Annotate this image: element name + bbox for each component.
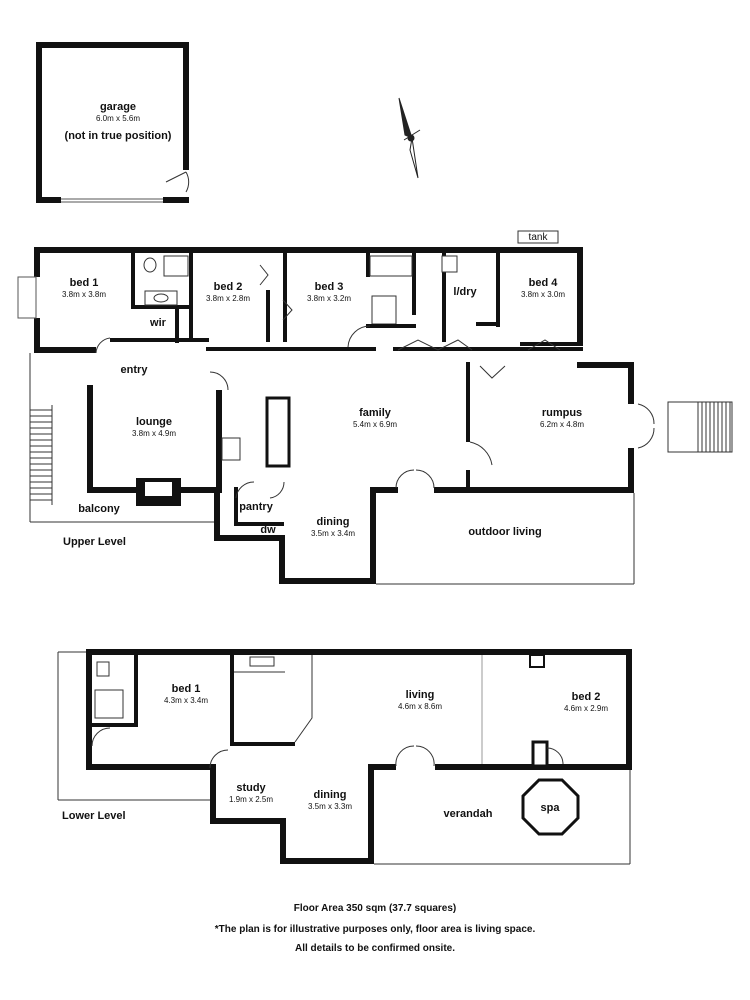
lower-bed1-name: bed 1	[171, 683, 201, 695]
family-name: family	[359, 407, 391, 419]
upper-dining-label: dining 3.5m x 3.4m	[311, 516, 355, 539]
floor-area-text: Floor Area 350 sqm (37.7 squares)	[293, 903, 457, 914]
upper-dining-dim: 3.5m x 3.4m	[310, 529, 356, 538]
disclaimer-line-1: *The plan is for illustrative purposes o…	[214, 924, 536, 935]
lounge-name: lounge	[135, 416, 173, 428]
study-label: study 1.9m x 2.5m	[229, 782, 273, 805]
study-name: study	[236, 782, 266, 794]
north-arrow-icon	[398, 97, 421, 179]
upper-bed3-name: bed 3	[314, 281, 344, 293]
study-dim: 1.9m x 2.5m	[228, 795, 274, 804]
pantry-label: pantry	[239, 501, 273, 513]
tank-label: tank	[528, 232, 548, 243]
entry-label: entry	[120, 364, 148, 376]
upper-bed2-name: bed 2	[213, 281, 243, 293]
outdoor-living-label: outdoor living	[468, 526, 542, 538]
garage-name: garage	[99, 101, 137, 113]
upper-bed3-dim: 3.8m x 3.2m	[306, 294, 352, 303]
balcony-label: balcony	[78, 503, 120, 515]
upper-bed1-dim: 3.8m x 3.8m	[61, 290, 107, 299]
wir-label: wir	[150, 317, 166, 329]
lower-dining-label: dining 3.5m x 3.3m	[308, 789, 352, 812]
lower-bed2-name: bed 2	[571, 691, 601, 703]
laundry-label: l/dry	[453, 286, 477, 298]
lower-level-walls	[57, 649, 632, 865]
disclaimer-line-2: All details to be confirmed onsite.	[294, 943, 456, 954]
rumpus-name: rumpus	[541, 407, 583, 419]
rumpus-label: rumpus 6.2m x 4.8m	[540, 407, 584, 430]
family-label: family 5.4m x 6.9m	[353, 407, 397, 430]
verandah-label: verandah	[443, 808, 493, 820]
lower-bed1-label: bed 1 4.3m x 3.4m	[164, 683, 208, 706]
upper-dining-name: dining	[316, 516, 350, 528]
upper-level-walls	[17, 230, 733, 585]
garage-label: garage 6.0m x 5.6m (not in true position…	[65, 101, 172, 143]
lower-living-dim: 4.6m x 8.6m	[397, 702, 443, 711]
upper-bed4-dim: 3.8m x 3.0m	[520, 290, 566, 299]
lower-dining-dim: 3.5m x 3.3m	[307, 802, 353, 811]
spa-label: spa	[540, 802, 560, 814]
lower-bed1-dim: 4.3m x 3.4m	[163, 696, 209, 705]
upper-level-title: Upper Level	[63, 536, 126, 548]
lounge-dim: 3.8m x 4.9m	[131, 429, 177, 438]
upper-bed4-name: bed 4	[528, 277, 558, 289]
upper-bed2-dim: 3.8m x 2.8m	[205, 294, 251, 303]
lounge-label: lounge 3.8m x 4.9m	[132, 416, 176, 439]
dishwasher-label: dw	[260, 524, 276, 536]
garage-walls	[36, 42, 190, 203]
garage-note: (not in true position)	[64, 130, 172, 142]
lower-level-title: Lower Level	[62, 810, 126, 822]
lower-bed2-dim: 4.6m x 2.9m	[563, 704, 609, 713]
lower-bed2-label: bed 2 4.6m x 2.9m	[564, 691, 608, 714]
lower-living-name: living	[405, 689, 435, 701]
upper-bed1-name: bed 1	[69, 277, 99, 289]
upper-bed3-label: bed 3 3.8m x 3.2m	[307, 281, 351, 304]
family-dim: 5.4m x 6.9m	[352, 420, 398, 429]
garage-dimensions: 6.0m x 5.6m	[95, 114, 140, 123]
upper-bed1-label: bed 1 3.8m x 3.8m	[62, 277, 106, 300]
lower-living-label: living 4.6m x 8.6m	[398, 689, 442, 712]
lower-dining-name: dining	[313, 789, 347, 801]
upper-bed4-label: bed 4 3.8m x 3.0m	[521, 277, 565, 300]
upper-bed2-label: bed 2 3.8m x 2.8m	[206, 281, 250, 304]
rumpus-dim: 6.2m x 4.8m	[539, 420, 585, 429]
